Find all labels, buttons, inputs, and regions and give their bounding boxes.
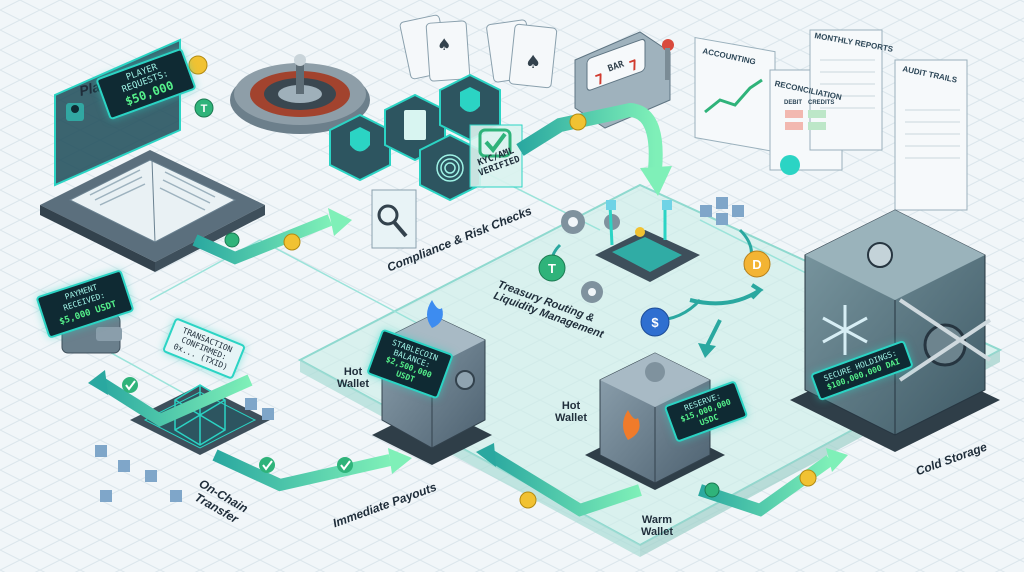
check-icon <box>478 128 512 158</box>
blockchain-icon <box>700 197 744 225</box>
shield-icon-2 <box>460 87 480 112</box>
snowflake-icon <box>822 305 868 355</box>
gear-icon-warm <box>645 362 665 382</box>
label-hot-wallet-mid: Hot Wallet <box>555 400 587 424</box>
check-markers <box>122 377 353 473</box>
card-icon: ♠ ♠ <box>399 14 558 89</box>
chain-icon <box>898 298 992 382</box>
tether-icon: T <box>538 254 566 282</box>
reports-documents <box>694 29 968 211</box>
on-chain-node <box>95 384 274 502</box>
slot-machine-icon <box>574 31 674 129</box>
usdc-icon: $ <box>640 307 670 337</box>
treasury-hub: T D $ <box>538 197 771 358</box>
svg-text:T: T <box>548 261 556 276</box>
svg-text:T: T <box>201 103 208 115</box>
dai-icon: D <box>743 250 771 278</box>
ledger-coins: T <box>188 55 214 118</box>
flame-icon <box>427 300 443 328</box>
warm-wallet-box <box>585 352 725 490</box>
fire-icon <box>623 410 640 440</box>
svg-text:♠: ♠ <box>525 52 541 73</box>
svg-text:♠: ♠ <box>437 35 451 54</box>
compliance-cluster <box>329 73 523 249</box>
magnifier-icon <box>377 204 408 238</box>
flow-coins <box>224 113 817 509</box>
checklist-icon <box>404 110 426 140</box>
doc-credits: CREDITS <box>808 100 835 106</box>
label-warm-wallet: Warm Wallet <box>641 514 673 538</box>
label-hot-wallet-left: Hot Wallet <box>337 366 369 390</box>
shield-icon <box>350 127 370 152</box>
svg-text:$: $ <box>651 315 659 330</box>
fingerprint-icon <box>436 154 464 182</box>
svg-text:D: D <box>752 257 761 272</box>
roulette-icon <box>230 54 370 134</box>
doc-debit: DEBIT <box>784 100 802 106</box>
